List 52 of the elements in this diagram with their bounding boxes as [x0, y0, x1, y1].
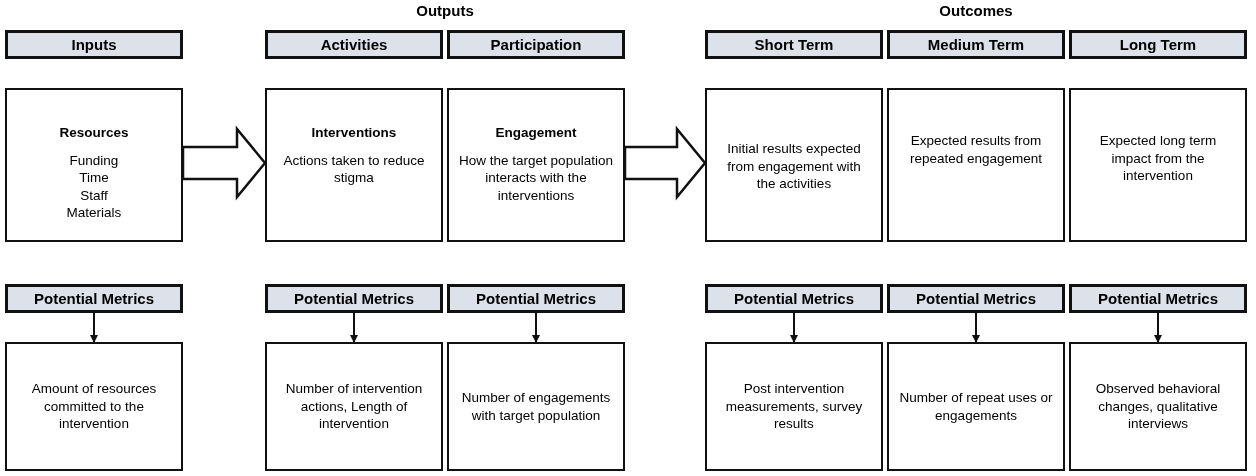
content-box: [447, 342, 625, 471]
box-text: Number of intervention actions, Length of intervention: [284, 380, 424, 433]
arrow: [972, 312, 980, 343]
arrow: [532, 312, 540, 343]
box-text: Staff: [80, 186, 108, 205]
content-box: [1069, 342, 1247, 471]
arrow: [1154, 312, 1162, 343]
box-text: Materials: [66, 204, 122, 222]
content-box: [1069, 88, 1247, 242]
box-text: Number of engagements with target population: [460, 388, 612, 425]
content-box: [5, 88, 183, 242]
block-arrow: [181, 125, 267, 201]
content-box: [265, 88, 443, 242]
box-text: Actions taken to reduce stigma: [282, 151, 426, 187]
box-text: Expected results from repeated engagement: [908, 132, 1044, 168]
column-header: Potential Metrics: [265, 284, 443, 313]
section-heading: Outputs: [416, 2, 474, 19]
column-header: Short Term: [705, 30, 883, 59]
box-text: Funding: [69, 151, 119, 170]
content-box: [5, 342, 183, 471]
content-box: [705, 342, 883, 471]
column-header: Potential Metrics: [887, 284, 1065, 313]
box-heading: Resources: [59, 124, 129, 142]
section-heading: Outcomes: [939, 2, 1013, 19]
box-text: Amount of resources committed to the intervention: [30, 380, 158, 433]
column-header: Activities: [265, 30, 443, 59]
column-header: Medium Term: [887, 30, 1065, 59]
column-header: Inputs: [5, 30, 183, 59]
box-heading: Interventions: [311, 124, 397, 142]
column-header: Potential Metrics: [705, 284, 883, 313]
arrow: [90, 312, 98, 343]
content-box: [265, 342, 443, 471]
content-box: [447, 88, 625, 242]
content-box: [887, 88, 1065, 242]
box-text: Expected long term impact from the intervention: [1098, 132, 1218, 185]
box-text: Post intervention measurements, survey results: [724, 380, 864, 433]
column-header: Potential Metrics: [5, 284, 183, 313]
box-heading: Engagement: [495, 124, 577, 142]
column-header: Participation: [447, 30, 625, 59]
arrow: [790, 312, 798, 343]
content-box: [705, 88, 883, 242]
box-text: How the target population interacts with the interventions: [459, 151, 613, 205]
box-text: Observed behavioral changes, qualitative interviews: [1094, 380, 1222, 433]
block-arrow: [623, 125, 707, 201]
column-header: Potential Metrics: [1069, 284, 1247, 313]
column-header: Long Term: [1069, 30, 1247, 59]
column-header: Potential Metrics: [447, 284, 625, 313]
box-text: Number of repeat uses or engagements: [899, 388, 1053, 425]
box-text: Time: [79, 169, 109, 187]
content-box: [887, 342, 1065, 471]
arrow: [350, 312, 358, 343]
box-text: Initial results expected from engagement with the activities: [726, 140, 862, 193]
